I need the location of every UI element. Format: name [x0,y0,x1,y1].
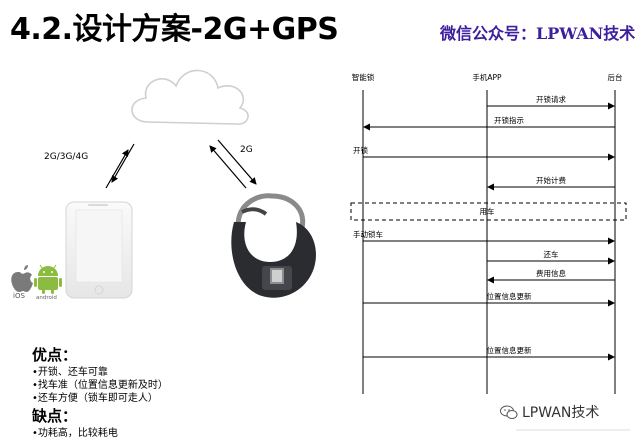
pros-item: •开锁、还车可靠 [32,367,108,378]
message-label: 开锁请求 [536,94,566,104]
cons-item: •功耗高，比较耗电 [32,428,118,439]
smart-lock-icon [231,193,316,298]
message-label: 用车 [480,206,495,216]
watermark: LPWAN技术 [500,402,599,422]
wechat-icon [500,405,518,419]
cloud-icon [131,69,249,125]
android-label: android [36,295,57,301]
watermark-text: LPWAN技术 [522,405,600,421]
pros-item: •还车方便（锁车即可走人） [32,393,158,404]
pros-item: •找车准（位置信息更新及时） [32,380,168,391]
brand-label: 微信公众号：LPWAN技术 [440,24,636,43]
participant-label: 手机APP [472,72,502,82]
message-label: 开锁 [353,145,368,155]
lock-cloud-link [209,139,257,189]
message-label: 位置信息更新 [487,291,532,301]
participant-label: 智能锁 [352,72,375,82]
participant-label: 后台 [608,72,623,82]
phone-cloud-link [105,143,135,189]
link-label-cellular: 2G/3G/4G [44,152,88,162]
message-label: 开锁指示 [494,115,524,125]
message-label: 还车 [544,249,559,259]
cons-title: 缺点： [32,407,78,425]
apple-logo-icon [11,265,33,292]
sequence-diagram: 智能锁 手机APP 后台开锁请求开锁指示开锁开始计费用车手动锁车还车费用信息位置信息… [350,72,627,394]
smartphone-icon [65,201,133,299]
message-label: 手动锁车 [353,229,383,239]
link-label-2g: 2G [240,145,253,155]
ios-label: iOS [13,292,25,300]
message-label: 位置信息更新 [487,345,532,355]
android-logo-icon [34,264,62,294]
message-label: 费用信息 [536,268,566,278]
message-label: 开始计费 [536,175,566,185]
slide-title: 4.2.设计方案-2G+GPS [10,12,339,47]
pros-title: 优点： [32,346,78,364]
usage-box [350,202,627,221]
